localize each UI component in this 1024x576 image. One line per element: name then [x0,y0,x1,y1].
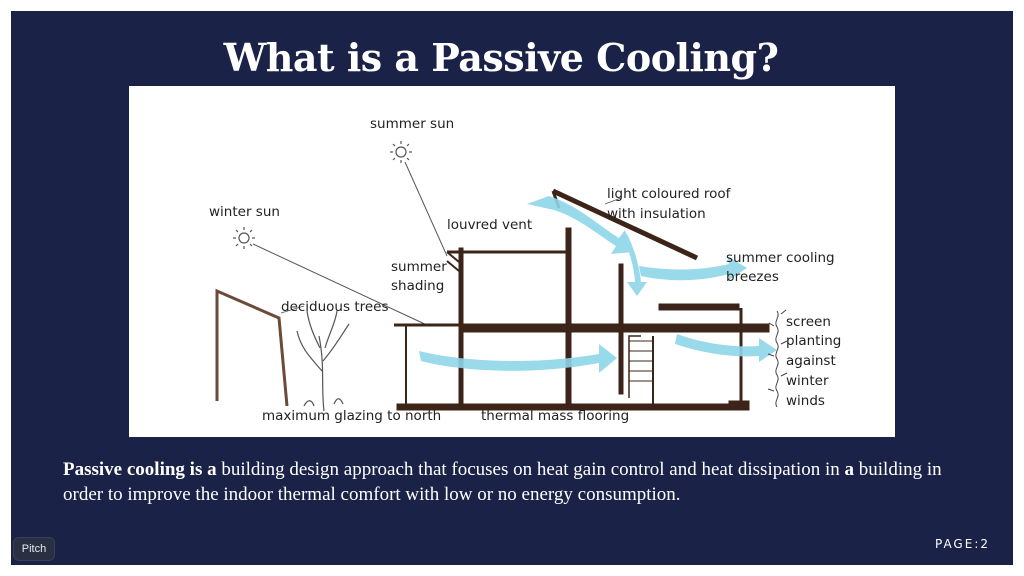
label-cooling-line1: summer cooling [726,250,835,266]
label-maximum-glazing: maximum glazing to north [262,408,441,424]
slide-title: What is a Passive Cooling? [223,35,779,80]
label-winter-sun: winter sun [209,204,280,220]
label-thermal-mass-flooring: thermal mass flooring [481,408,629,424]
slide: What is a Passive Cooling? [11,11,1013,565]
label-roof-line2: with insulation [607,206,706,222]
label-summer-sun: summer sun [370,116,454,132]
house-section-illustration: summer sun winter sun louvred vent light… [209,116,841,424]
label-shading-line1: summer [391,259,447,275]
house-structure [394,188,770,411]
definition-paragraph: Passive cooling is a building design app… [63,457,943,507]
label-deciduous-trees: deciduous trees [281,299,389,315]
trees-leader-line [280,305,305,314]
pitch-badge-button[interactable]: Pitch [14,538,54,560]
airflow-arrows [419,196,777,373]
summer-sun-ray [404,161,448,257]
label-shading-line2: shading [391,278,444,294]
label-screen-line2: planting [786,333,841,349]
label-screen-line3: against [786,353,836,369]
definition-bold-lead: Passive cooling is a [63,459,217,480]
definition-bold-article: a [844,459,855,480]
label-cooling-line2: breezes [726,269,779,285]
label-screen-line4: winter [786,373,829,389]
passive-cooling-diagram: summer sun winter sun louvred vent light… [129,86,895,437]
roof-leader-line [604,197,622,205]
definition-text-2: building in order to improve the indoor … [63,459,942,505]
definition-text-1: building design approach that focuses on… [216,459,845,480]
winter-sun-icon [233,227,255,249]
label-roof-line1: light coloured roof [607,186,732,202]
label-screen-line5: winds [786,393,825,409]
tree-icon [296,310,350,412]
label-screen-line1: screen [786,314,831,330]
screen-planting-icon [767,309,788,408]
summer-sun-icon [390,141,412,163]
label-louvred-vent: louvred vent [447,217,532,233]
left-terrain [215,288,289,407]
winter-sun-ray [252,243,430,327]
page-number: PAGE:2 [934,537,990,551]
